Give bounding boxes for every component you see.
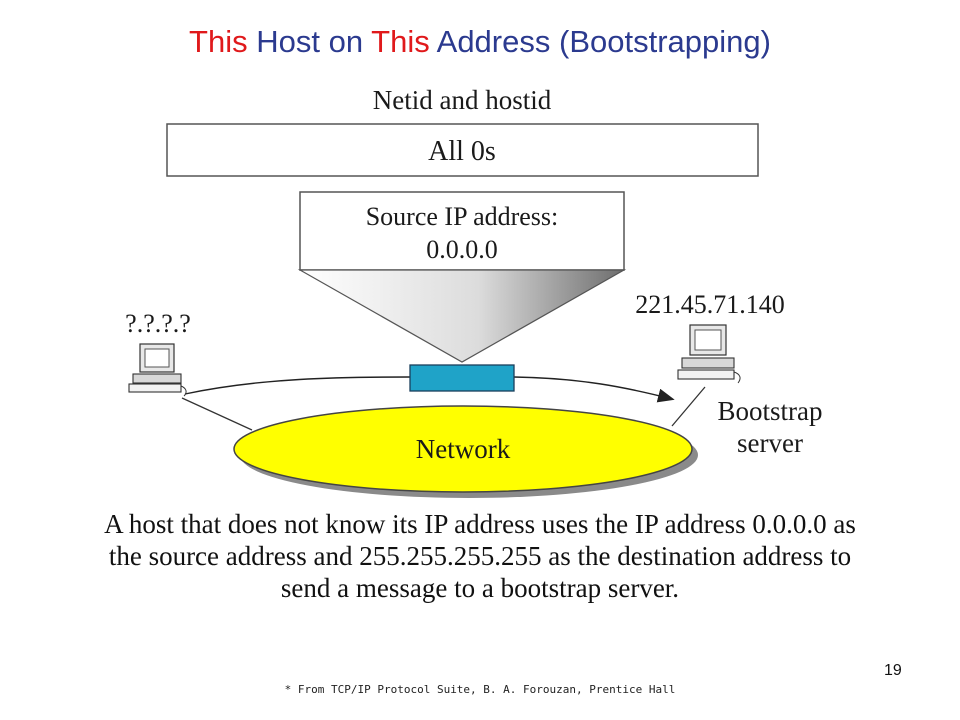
server-link-line — [671, 386, 706, 427]
address-field-value: All 0s — [428, 136, 496, 167]
message-path — [184, 376, 411, 395]
explanation-caption: A host that does not know its IP address… — [104, 509, 856, 603]
message-path-arrow — [513, 376, 675, 403]
title-word-host: Host — [256, 24, 320, 59]
packet-rect — [409, 364, 515, 392]
page-number: 19 — [884, 662, 902, 679]
title-word-on: on — [328, 24, 364, 59]
network-label: Network — [416, 434, 511, 464]
field-header-label: Netid and hostid — [373, 85, 552, 115]
callout-cone — [297, 269, 627, 363]
packet-callout-line2: 0.0.0.0 — [426, 235, 498, 264]
client-address: ?.?.?.? — [125, 309, 191, 338]
server-label-line1: Bootstrap — [718, 396, 823, 426]
packet-callout-line1: Source IP address: — [366, 202, 559, 231]
packet-callout-box — [299, 191, 625, 271]
title-word-bootstrapping: (Bootstrapping) — [559, 24, 771, 59]
server-label-line2: server — [737, 428, 803, 458]
address-field-box — [166, 123, 759, 177]
title-word-this-1: This — [189, 24, 248, 59]
client-computer-icon — [128, 343, 187, 397]
title-word-address: Address — [436, 24, 551, 59]
network-ellipse — [233, 405, 693, 493]
client-link-line — [181, 397, 253, 431]
source-footnote: * From TCP/IP Protocol Suite, B. A. Foro… — [284, 683, 676, 696]
slide-title: This Host on This Address (Bootstrapping… — [0, 22, 960, 62]
title-word-this-2: This — [371, 24, 430, 59]
server-computer-icon — [677, 324, 741, 384]
server-address: 221.45.71.140 — [635, 290, 785, 319]
